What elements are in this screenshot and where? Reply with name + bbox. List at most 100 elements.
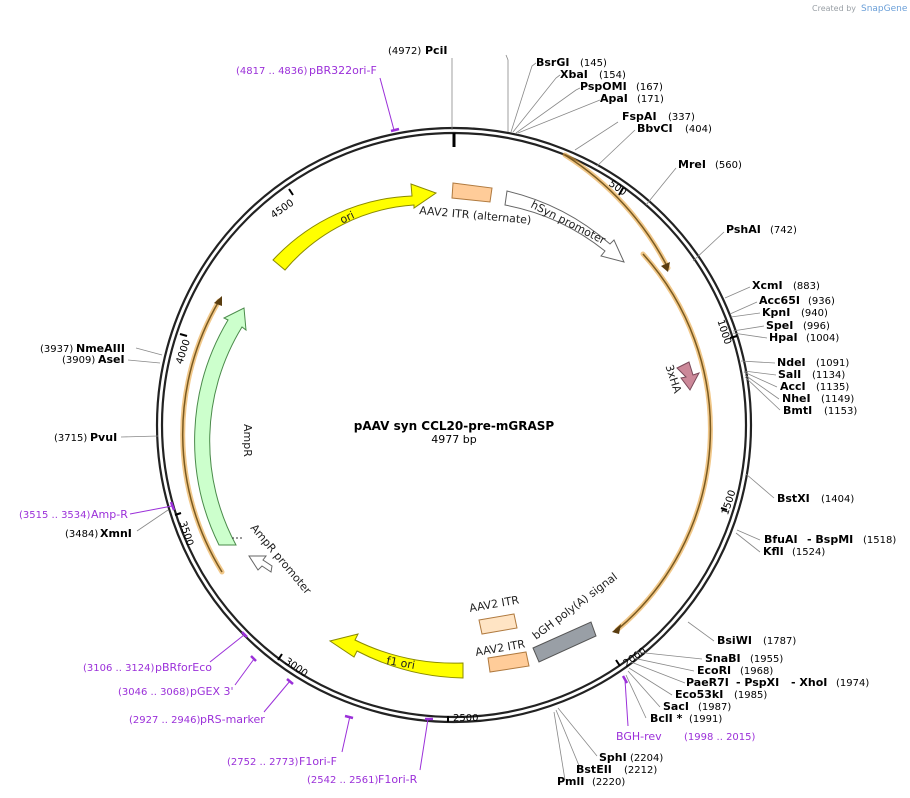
- primer-prs-pos: (2927 .. 2946): [129, 715, 201, 726]
- site-bbvci[interactable]: BbvCI: [637, 122, 673, 135]
- tick-2000-line: [615, 659, 621, 667]
- ampr-arrow[interactable]: [194, 307, 247, 546]
- site-bfuai-pos: (1518): [863, 535, 896, 546]
- site-apai[interactable]: ApaI: [600, 92, 628, 105]
- primer-pbrfor-leader: [209, 634, 245, 663]
- primer-prs[interactable]: pRS-marker: [200, 713, 265, 726]
- tick-3500: 3500: [177, 520, 195, 548]
- site-ndei[interactable]: NdeI: [777, 356, 806, 369]
- itr-label-1: AAV2 ITR: [468, 593, 520, 615]
- site-bsiwi[interactable]: BsiWI: [717, 634, 752, 647]
- orf-arc-left-arrow: [214, 296, 222, 306]
- created-by-text: Created by: [812, 4, 856, 13]
- site-paer7i[interactable]: PaeR7I: [686, 676, 729, 689]
- site-bmti[interactable]: BmtI: [783, 404, 812, 417]
- site-spei[interactable]: SpeI: [766, 319, 793, 332]
- leader-xmni: [136, 509, 169, 532]
- tick-4500: 4500: [269, 198, 296, 222]
- site-bspmi[interactable]: - BspMI: [807, 533, 853, 546]
- site-xbai[interactable]: XbaI: [560, 68, 588, 81]
- site-bsrgi[interactable]: BsrGI: [536, 56, 569, 69]
- hsyn-promoter-arrow[interactable]: [504, 190, 625, 263]
- site-asei[interactable]: AseI: [98, 353, 125, 366]
- site-kpni-pos: (940): [801, 308, 828, 319]
- primer-ampr-pos: (3515 .. 3534): [19, 510, 91, 521]
- leader-pshai: [692, 231, 725, 262]
- site-kpni[interactable]: KpnI: [762, 306, 790, 319]
- itr-box-1[interactable]: [478, 613, 518, 635]
- primer-f1orir-leader: [419, 718, 429, 771]
- site-snabi[interactable]: SnaBI: [705, 652, 741, 665]
- site-hpai-pos: (1004): [806, 333, 839, 344]
- itr-alt-box[interactable]: [451, 182, 493, 203]
- primer-pbr322[interactable]: pBR322ori-F: [309, 64, 377, 77]
- site-mrei-pos: (560): [715, 160, 742, 171]
- leader-fspai: [574, 121, 619, 151]
- site-xhoi[interactable]: - XhoI: [791, 676, 827, 689]
- site-sphi[interactable]: SphI: [599, 751, 627, 764]
- hatag-arrow[interactable]: [676, 361, 701, 391]
- site-kfli[interactable]: KflI: [763, 545, 784, 558]
- primer-pgex[interactable]: pGEX 3': [190, 685, 234, 698]
- leader-kpni: [730, 312, 761, 318]
- site-bcli[interactable]: BclI *: [650, 712, 683, 725]
- site-ecori-pos: (1968): [740, 666, 773, 677]
- orf-arc-left-line: [181, 300, 223, 573]
- site-pcil[interactable]: PciI: [425, 44, 447, 57]
- site-pspxi[interactable]: - PspXI: [736, 676, 779, 689]
- bgh-polya-box[interactable]: [532, 621, 597, 663]
- site-xcmi-pos: (883): [793, 281, 820, 292]
- primer-ampr-leader: [129, 505, 173, 515]
- primer-bghrev-pos: (1998 .. 2015): [684, 732, 756, 743]
- leader-apai: [517, 99, 601, 134]
- site-pshai[interactable]: PshAI: [726, 223, 761, 236]
- site-bfuai[interactable]: BfuAI: [764, 533, 798, 546]
- itr-box-2[interactable]: [487, 651, 530, 673]
- primer-bghrev[interactable]: BGH-rev: [616, 730, 662, 743]
- site-acc65i-pos: (936): [808, 296, 835, 307]
- site-nhei[interactable]: NheI: [782, 392, 811, 405]
- leader-spei: [732, 325, 765, 332]
- primer-ampr[interactable]: Amp-R: [91, 508, 128, 521]
- site-saci[interactable]: SacI: [663, 700, 689, 713]
- primer-pgex-leader: [234, 658, 255, 686]
- site-saci-pos: (1987): [698, 702, 731, 713]
- snapgene-logo: SnapGene: [861, 4, 908, 14]
- site-pspomi[interactable]: PspOMI: [580, 80, 627, 93]
- primer-f1orif-mark: [344, 714, 354, 720]
- f1-ori-arrow[interactable]: [328, 633, 464, 679]
- primer-labels: (4817 .. 4836) pBR322ori-F BGH-rev (1998…: [19, 64, 756, 786]
- site-bcli-pos: (1991): [689, 714, 722, 725]
- backbone-outer: [155, 126, 753, 724]
- site-xcmi[interactable]: XcmI: [752, 279, 783, 292]
- primer-pbrfor[interactable]: pBRforEco: [155, 661, 212, 674]
- orf-arc-right: [614, 251, 713, 633]
- orf-arc-right-arrow: [612, 624, 621, 634]
- ori-label: ori: [338, 209, 356, 227]
- site-mrei[interactable]: MreI: [678, 158, 706, 171]
- site-hpai[interactable]: HpaI: [769, 331, 798, 344]
- site-xmni[interactable]: XmnI: [100, 527, 132, 540]
- site-pmli[interactable]: PmlI: [557, 775, 584, 788]
- site-fspai[interactable]: FspAI: [622, 110, 657, 123]
- site-acci[interactable]: AccI: [780, 380, 806, 393]
- site-ndei-pos: (1091): [816, 358, 849, 369]
- site-nhei-pos: (1149): [821, 394, 854, 405]
- ampr-promoter-arrow[interactable]: [248, 555, 273, 573]
- site-eco53ki[interactable]: Eco53kI: [675, 688, 723, 701]
- site-nmeaiii[interactable]: NmeAIII: [76, 342, 125, 355]
- site-sali[interactable]: SalI: [778, 368, 801, 381]
- primer-f1orif[interactable]: F1ori-F: [299, 755, 337, 768]
- primer-f1orir[interactable]: F1ori-R: [378, 773, 418, 786]
- leader-bsiwi: [687, 621, 715, 642]
- primer-pbrfor-mark: [241, 631, 248, 638]
- site-pvui[interactable]: PvuI: [90, 431, 117, 444]
- site-bstxi[interactable]: BstXI: [777, 492, 810, 505]
- site-acc65i[interactable]: Acc65I: [759, 294, 800, 307]
- site-ecori[interactable]: EcoRI: [697, 664, 731, 677]
- site-nmeaiii-pos: (3937): [40, 344, 73, 355]
- site-bsteii[interactable]: BstEII: [576, 763, 612, 776]
- hsyn-label: hSyn promoter: [529, 198, 608, 247]
- leader-hpai: [732, 332, 768, 339]
- ori-arrow[interactable]: [272, 183, 438, 271]
